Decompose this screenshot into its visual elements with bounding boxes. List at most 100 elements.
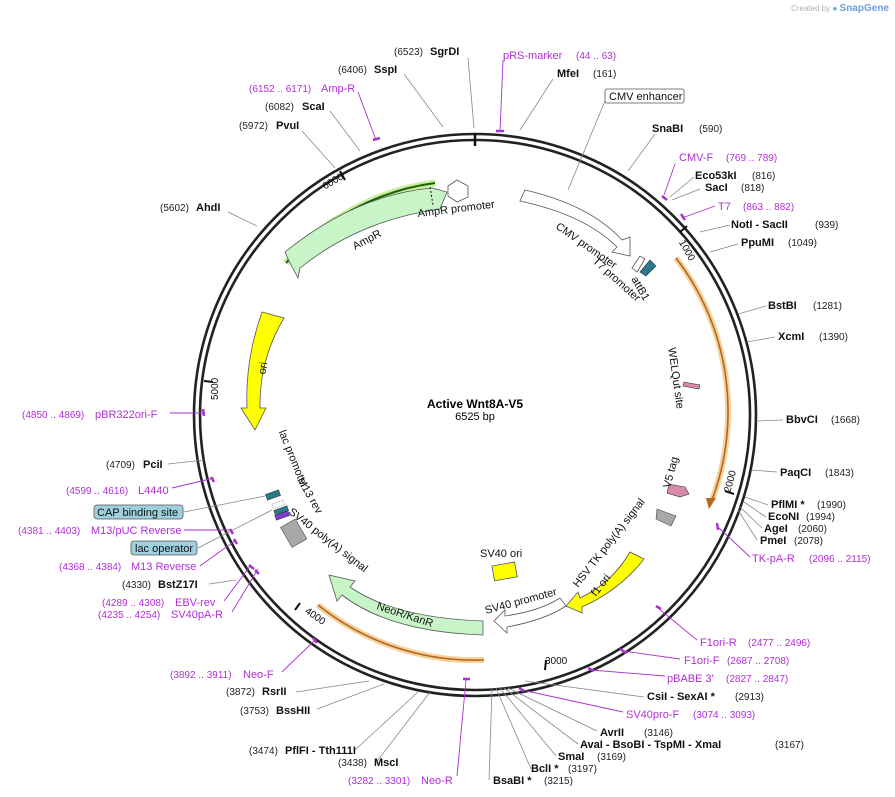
site-pos-bbvci: (1668) xyxy=(831,415,860,426)
primer-pos-neo-r: (3282 .. 3301) xyxy=(348,776,410,787)
site-pos-paqci: (1843) xyxy=(825,468,854,479)
primer-name-l4440[interactable]: L4440 xyxy=(138,485,169,497)
site-pos-bstbi: (1281) xyxy=(813,301,842,312)
site-name-paqci[interactable]: PaqCI xyxy=(780,467,811,479)
primer-pos-f1ori-r: (2477 .. 2496) xyxy=(748,638,810,649)
v5-tag-marker xyxy=(666,483,690,498)
primer-name-pbr322ori-f[interactable]: pBR322ori-F xyxy=(95,409,158,421)
site-pos-rsrii: (3872) xyxy=(226,687,255,698)
site-name-econi[interactable]: EcoNI xyxy=(768,511,799,523)
primer-name-f1ori-r[interactable]: F1ori-R xyxy=(700,637,737,649)
primer-pos-m13-reverse: (4368 .. 4384) xyxy=(59,562,121,573)
tick-5000: 5000 xyxy=(210,377,221,400)
primer-name-tk-pa-r[interactable]: TK-pA-R xyxy=(752,553,795,565)
primer-name-sv40pa-r[interactable]: SV40pA-R xyxy=(171,609,223,621)
site-pos-pvui: (5972) xyxy=(239,121,268,132)
site-name-bbvci[interactable]: BbvCI xyxy=(786,414,818,426)
primer-name-neo-f[interactable]: Neo-F xyxy=(243,669,274,681)
site-name-pcii[interactable]: PciI xyxy=(143,459,163,471)
hsv-tk-polya-marker xyxy=(655,508,677,527)
primer-name-sv40pro-f[interactable]: SV40pro-F xyxy=(626,709,679,721)
snapgene-logo-icon: ● xyxy=(832,4,838,13)
label-lac-operator: lac operator xyxy=(135,543,193,555)
orf-highlight xyxy=(673,256,732,502)
site-pos-csii-sexai: (2913) xyxy=(735,692,764,703)
lac-operator-box xyxy=(130,540,198,556)
site-pos-bcli: (3197) xyxy=(568,764,597,775)
site-name-bcli[interactable]: BclI * xyxy=(531,763,559,775)
site-name-agei[interactable]: AgeI xyxy=(764,523,788,535)
site-name-rsrii[interactable]: RsrII xyxy=(262,686,286,698)
primer-name-m13-puc-reverse[interactable]: M13/pUC Reverse xyxy=(91,525,181,537)
site-name-bstz17i[interactable]: BstZ17I xyxy=(158,579,198,591)
primer-name-ebv-rev[interactable]: EBV-rev xyxy=(175,597,216,609)
primer-pos-sv40pa-r: (4235 .. 4254) xyxy=(98,610,160,621)
site-name-eco53ki[interactable]: Eco53kI xyxy=(695,170,737,182)
site-name-mfei[interactable]: MfeI xyxy=(557,68,579,80)
site-pos-bsshii: (3753) xyxy=(240,706,269,717)
label-v5-tag: V5 tag xyxy=(661,456,681,490)
site-name-scai[interactable]: ScaI xyxy=(302,101,325,113)
site-name-sspi[interactable]: SspI xyxy=(374,64,397,76)
neo-kanr-arrow xyxy=(328,574,484,636)
m13-rev-marker xyxy=(274,510,290,521)
primer-name-t7[interactable]: T7 xyxy=(718,201,731,213)
cmv-enhancer-box xyxy=(604,88,685,104)
primer-name-pbabe-3[interactable]: pBABE 3' xyxy=(667,673,714,685)
site-name-ppumi[interactable]: PpuMI xyxy=(741,237,774,249)
primer-name-f1ori-f[interactable]: F1ori-F xyxy=(684,655,720,667)
primer-name-cmv-f[interactable]: CMV-F xyxy=(679,152,714,164)
site-name-saci[interactable]: SacI xyxy=(705,182,728,194)
site-name-pvui[interactable]: PvuI xyxy=(276,120,299,132)
primer-pos-neo-f: (3892 .. 3911) xyxy=(170,670,232,681)
site-pos-msci: (3438) xyxy=(338,758,367,769)
backbone xyxy=(192,132,758,698)
neo-highlight-line xyxy=(317,604,485,661)
credit-text: Created by xyxy=(791,4,831,13)
primer-name-prs-marker[interactable]: pRS-marker xyxy=(503,50,563,62)
site-name-snabi[interactable]: SnaBI xyxy=(652,123,683,135)
site-pos-econi: (1994) xyxy=(806,512,835,523)
plasmid-name: Active Wnt8A-V5 xyxy=(427,397,523,411)
site-name-xcmi[interactable]: XcmI xyxy=(778,331,804,343)
site-name-avai-group[interactable]: AvaI - BsoBI - TspMI - XmaI xyxy=(580,739,721,751)
orf-line xyxy=(675,257,729,501)
site-name-smai[interactable]: SmaI xyxy=(558,751,584,763)
site-name-sgrdi[interactable]: SgrDI xyxy=(430,46,459,58)
site-name-avrii[interactable]: AvrII xyxy=(600,727,624,739)
site-pos-scai: (6082) xyxy=(265,102,294,113)
site-name-pflfi[interactable]: PflFI - Tth111I xyxy=(285,745,356,757)
primer-name-amp-r[interactable]: Amp-R xyxy=(321,83,355,95)
ori-arrow xyxy=(240,311,285,431)
primer-name-m13-reverse[interactable]: M13 Reverse xyxy=(131,561,196,573)
site-name-pmei[interactable]: PmeI xyxy=(760,535,786,547)
site-name-msci[interactable]: MscI xyxy=(374,757,398,769)
site-name-bsabi[interactable]: BsaBI * xyxy=(493,775,532,787)
snapgene-credit: Created by ● SnapGene xyxy=(791,3,889,14)
site-name-bsshii[interactable]: BssHII xyxy=(276,705,310,717)
site-labels: (6523) SgrDI MfeI (161) (6406) SspI (608… xyxy=(106,46,860,787)
site-pos-sgrdi: (6523) xyxy=(394,47,423,58)
site-pos-agei: (2060) xyxy=(798,524,827,535)
cap-binding-marker xyxy=(265,489,281,501)
plasmid-size: 6525 bp xyxy=(455,411,495,423)
site-pos-pmei: (2078) xyxy=(794,536,823,547)
site-name-bstbi[interactable]: BstBI xyxy=(768,300,797,312)
site-pos-bsabi: (3215) xyxy=(544,776,573,787)
site-name-csii-sexai[interactable]: CsiI - SexAI * xyxy=(647,691,716,703)
site-pos-saci: (818) xyxy=(741,183,764,194)
site-pos-snabi: (590) xyxy=(699,124,722,135)
attb1-marker xyxy=(639,259,657,277)
primer-pos-amp-r: (6152 .. 6171) xyxy=(249,84,311,95)
primer-name-neo-r[interactable]: Neo-R xyxy=(421,775,453,787)
primer-pos-sv40pro-f: (3074 .. 3093) xyxy=(693,710,755,721)
label-hsv-tk: HSV TK poly(A) signal xyxy=(571,496,648,589)
site-name-ahdi[interactable]: AhdI xyxy=(196,202,220,214)
site-name-pflmi[interactable]: PflMI * xyxy=(771,499,805,511)
primer-pos-t7: (863 .. 882) xyxy=(743,202,794,213)
label-sv40-ori: SV40 ori xyxy=(480,548,522,560)
t7-promoter-arrow xyxy=(631,255,646,273)
site-name-noti-sacii[interactable]: NotI - SacII xyxy=(731,219,788,231)
label-ori: ori xyxy=(256,361,270,375)
